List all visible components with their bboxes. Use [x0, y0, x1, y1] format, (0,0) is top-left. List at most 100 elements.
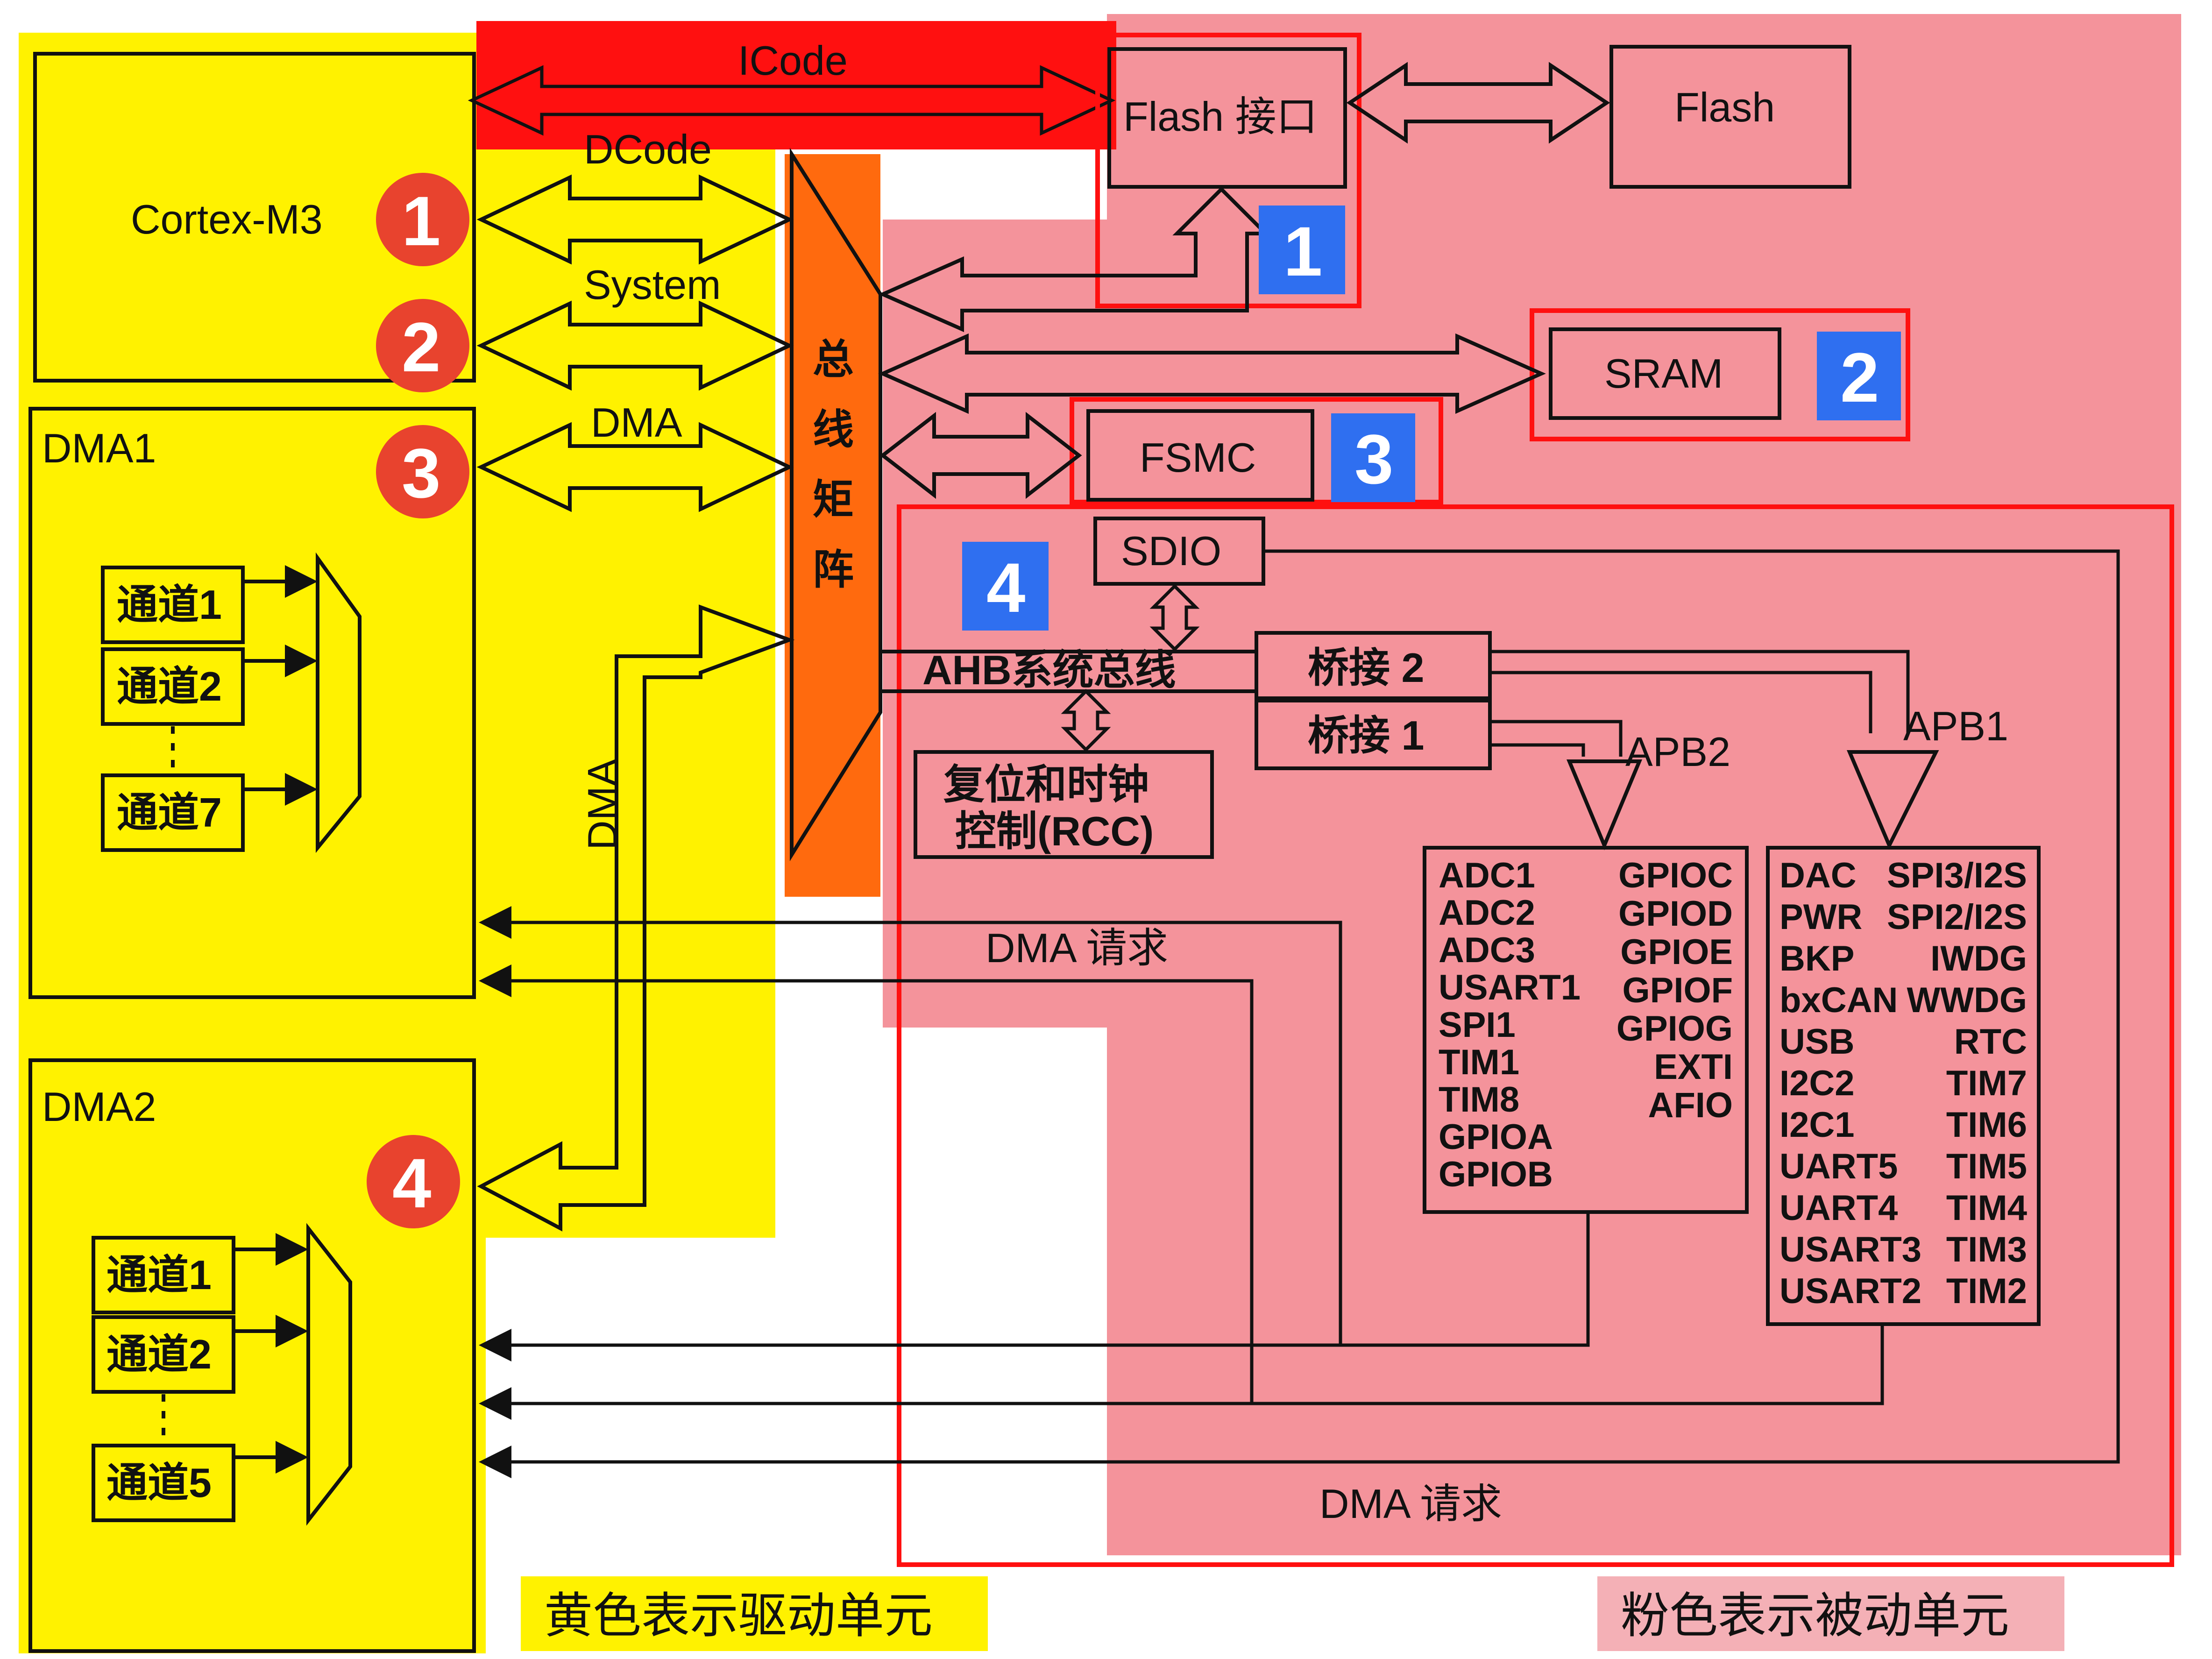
sdio-dma-request-line — [504, 549, 2120, 1464]
dma2-arrowhead — [276, 1441, 308, 1474]
sdio-label: SDIO — [1121, 528, 1221, 574]
apb1-peripheral-label: BKP — [1780, 939, 1854, 978]
flash-interface-red-frame — [1095, 33, 1361, 308]
red-marker-number: 4 — [392, 1144, 431, 1222]
fsmc-label: FSMC — [1140, 434, 1256, 481]
apb1-peripheral-label: WWDG — [1907, 980, 2027, 1020]
matrix-to-flash-if-arrow — [878, 186, 1270, 333]
flash-interface-label: Flash 接口 — [1123, 93, 1318, 140]
apb1-peripheral-list-left: DACPWRBKPbxCANUSBI2C2I2C1UART5UART4USART… — [1780, 856, 1921, 1311]
apb2-peripheral-label: GPIOE — [1620, 932, 1733, 972]
apb1-peripheral-label: TIM7 — [1946, 1063, 2027, 1103]
flash-if-to-flash-arrow — [1346, 62, 1610, 144]
bus-matrix-shape — [790, 148, 882, 861]
apb1-peripheral-label: bxCAN — [1780, 980, 1898, 1020]
dma1-arrowhead — [285, 773, 318, 806]
dma1-label: DMA1 — [42, 425, 156, 471]
dma1-request-line — [504, 979, 1254, 1404]
dma2-bus-arrow — [477, 604, 795, 1232]
icode-label: ICode — [738, 37, 848, 84]
dma1-channel-label: 通道1 — [117, 581, 222, 628]
apb1-peripheral-label: TIM3 — [1946, 1230, 2027, 1269]
blue-marker-box — [1331, 413, 1415, 502]
apb1-peripheral-label: USB — [1780, 1022, 1854, 1062]
apb2-peripheral-label: GPIOB — [1439, 1155, 1553, 1194]
fsmc-box — [1086, 409, 1314, 502]
apb1-peripheral-label: UART5 — [1780, 1147, 1898, 1186]
apb2-peripheral-box — [1423, 846, 1749, 1214]
apb2-peripheral-label: AFIO — [1648, 1085, 1733, 1125]
blue-marker-number: 1 — [1283, 212, 1322, 291]
dma1-request-arrowhead — [479, 906, 511, 939]
dma-request-label: DMA 请求 — [985, 925, 1168, 971]
ahb-bus-label: AHB系统总线 — [922, 647, 1176, 693]
ahb-rcc-arrow — [1061, 689, 1111, 752]
apb1-dma2-request-line — [504, 1324, 1884, 1405]
dma2-bus-vertical-label: DMA — [579, 759, 625, 850]
matrix-to-fsmc-arrow — [879, 411, 1082, 499]
red-marker-number: 2 — [402, 308, 440, 386]
dma2-channel-box — [92, 1315, 235, 1394]
dma1-channel-box — [101, 773, 245, 852]
apb1-peripheral-label: UART4 — [1780, 1188, 1898, 1228]
sram-box — [1549, 327, 1781, 420]
cortex-m3-label: Cortex-M3 — [131, 196, 323, 242]
cortex-m3-box — [33, 52, 476, 383]
bus-matrix-orange-band — [785, 154, 880, 897]
apb2-peripheral-label: ADC3 — [1439, 930, 1535, 970]
blue-marker-number: 3 — [1354, 420, 1393, 498]
bridge1-to-apb2-line — [1490, 743, 1585, 757]
dma-bus-label: DMA — [591, 399, 682, 446]
apb1-peripheral-label: I2C1 — [1780, 1105, 1855, 1145]
apb2-peripheral-label: GPIOF — [1623, 971, 1733, 1010]
apb1-peripheral-label: DAC — [1780, 856, 1857, 895]
dma1-request-arrowhead — [479, 964, 511, 997]
legend-yellow-box — [521, 1576, 988, 1651]
dcode-arrow — [476, 174, 794, 265]
sram-label: SRAM — [1604, 350, 1723, 397]
apb1-peripheral-label: PWR — [1780, 897, 1862, 937]
blue-marker-box — [962, 542, 1049, 631]
legend-pink-box — [1597, 1576, 2064, 1651]
bridge2-box — [1255, 631, 1492, 700]
dma2-request-arrowhead — [479, 1387, 511, 1420]
apb1-peripheral-box — [1766, 846, 2041, 1326]
dma1-request-line — [504, 921, 1342, 1347]
blue-marker-number: 4 — [986, 548, 1025, 627]
legend-yellow-text: 黄色表示驱动单元 — [544, 1589, 933, 1643]
dma1-arrowhead — [285, 645, 318, 677]
apb1-peripheral-label: RTC — [1954, 1022, 2027, 1062]
sram-red-frame — [1530, 308, 1910, 441]
apb2-peripheral-label: ADC1 — [1439, 856, 1535, 895]
dma2-channel-box — [92, 1236, 235, 1314]
flash-interface-box — [1107, 47, 1347, 189]
dma2-box — [28, 1058, 476, 1653]
red-marker-circle — [376, 425, 469, 518]
apb1-label: APB1 — [1903, 703, 2008, 749]
bridge2-to-apb1-line — [1490, 671, 1872, 733]
bridge1-to-apb2-line — [1490, 720, 1623, 757]
apb2-peripheral-label: EXTI — [1654, 1047, 1733, 1087]
dma-bus-arrow — [476, 422, 794, 512]
dma1-channel-box — [101, 647, 245, 726]
dma2-arrowhead — [276, 1315, 308, 1347]
apb1-peripheral-label: TIM4 — [1946, 1188, 2027, 1228]
apb2-peripheral-label: USART1 — [1439, 968, 1581, 1007]
apb2-peripheral-label: GPIOD — [1618, 894, 1733, 934]
apb1-peripheral-label: TIM2 — [1946, 1271, 2027, 1311]
dma2-mux-shape — [306, 1223, 352, 1526]
red-marker-number: 1 — [402, 182, 440, 260]
dma2-channel-box — [92, 1444, 235, 1522]
icode-arrow — [468, 65, 1116, 136]
rcc-label-line2: 控制(RCC) — [955, 808, 1154, 854]
red-marker-number: 3 — [402, 434, 440, 512]
apb2-peripheral-label: TIM1 — [1439, 1042, 1519, 1082]
dma1-mux-shape — [316, 552, 362, 853]
dma2-label: DMA2 — [42, 1084, 156, 1130]
apb1-peripheral-label: USART2 — [1780, 1271, 1921, 1311]
apb1-peripheral-label: I2C2 — [1780, 1063, 1855, 1103]
flash-label: Flash — [1674, 84, 1775, 130]
apb1-peripheral-label: TIM6 — [1946, 1105, 2027, 1145]
